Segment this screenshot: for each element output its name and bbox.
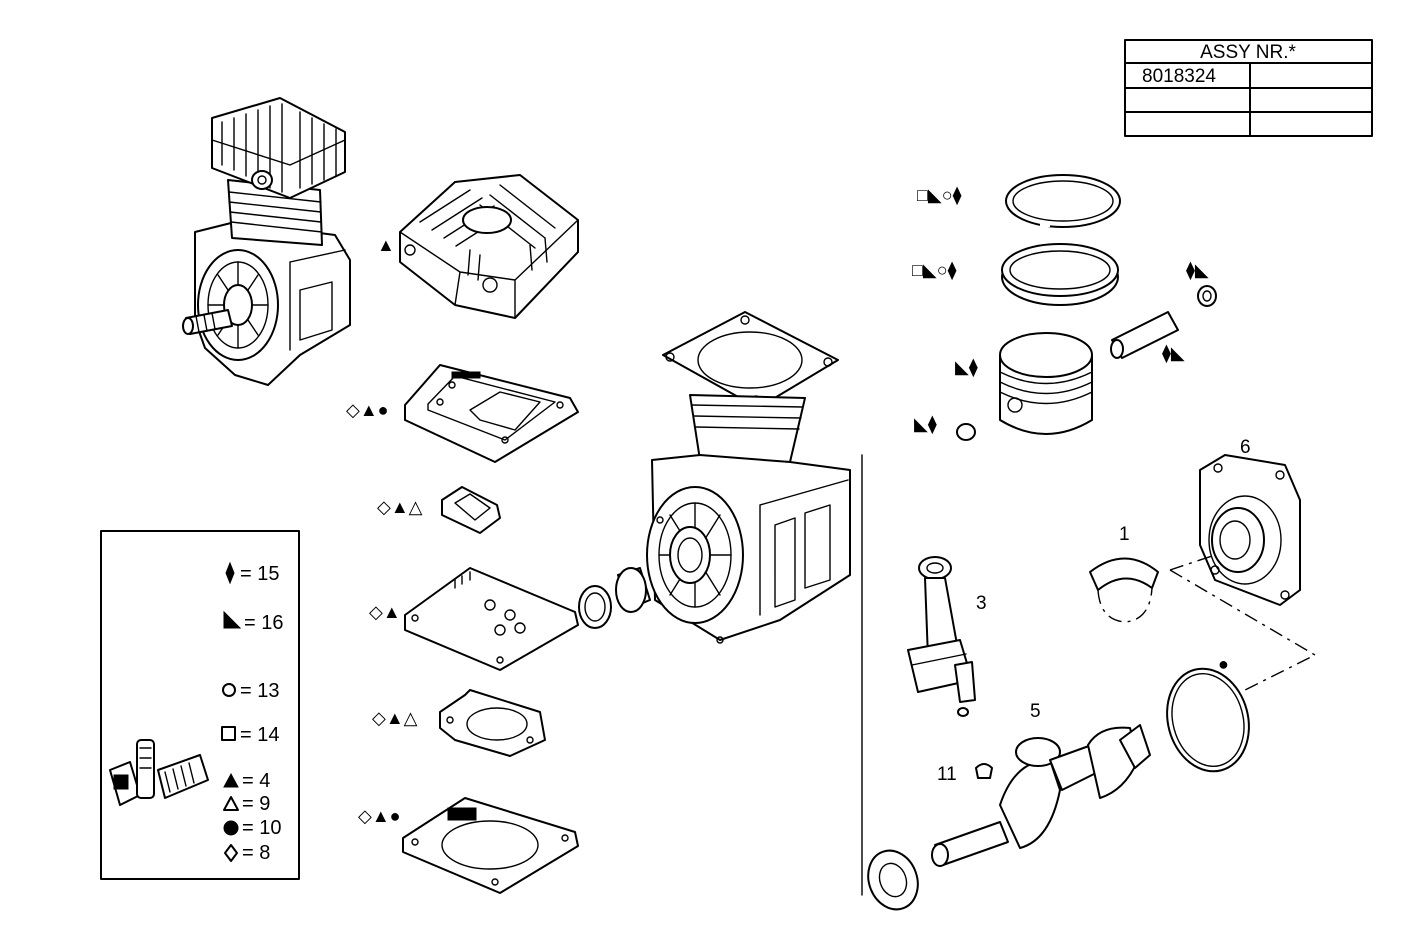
assy-table: ASSY NR.* 8018324 <box>1124 39 1373 137</box>
symbols-head: ▲ <box>377 235 395 255</box>
part-number-1: 1 <box>1119 524 1130 545</box>
legend-item-14: = 14 <box>240 724 279 746</box>
legend-item-4: = 4 <box>242 770 270 792</box>
woodruff-key <box>975 763 993 779</box>
legend-item-16: = 16 <box>244 612 283 634</box>
reed-valve-plate <box>441 486 501 534</box>
crankcase-drawing <box>646 311 851 644</box>
part-number-3: 3 <box>976 593 987 614</box>
bearing-cover <box>1199 454 1301 606</box>
symbols-circlip-right: ⧫◣ <box>1186 260 1209 281</box>
head-gasket-small <box>439 689 546 757</box>
symbols-ring-2: □◣○⧫ <box>912 260 957 281</box>
piston-ring-2 <box>1001 243 1119 306</box>
legend-item-15: = 15 <box>240 563 279 585</box>
o-ring <box>1166 667 1250 773</box>
piston-drawing <box>999 332 1093 435</box>
open-diamond-icon <box>224 844 238 862</box>
sealant-tubes-image <box>109 739 209 806</box>
cylinder-head-drawing <box>399 174 579 319</box>
symbols-circlip-left: ◣⧫ <box>914 414 937 435</box>
filled-triangle-icon <box>223 772 239 788</box>
bearing-shell <box>1089 557 1159 623</box>
bearing-bushings <box>578 567 651 629</box>
legend-item-10: = 10 <box>242 817 281 839</box>
legend-box: = 15 = 16 = 13 = 14 = 4 = 9 = 10 = 8 <box>100 530 300 880</box>
connecting-rod <box>907 556 976 717</box>
symbols-pin: ⧫◣ <box>1162 343 1185 364</box>
open-triangle-icon <box>223 796 239 811</box>
symbols-o-ring: ● <box>1218 654 1229 674</box>
symbols-piston: ◣⧫ <box>955 357 978 378</box>
circlip-left <box>956 423 976 441</box>
wrist-pin <box>1110 311 1179 359</box>
part-number-5: 5 <box>1030 701 1041 722</box>
filled-diamond-icon <box>225 561 235 585</box>
assembled-compressor-drawing <box>182 97 351 386</box>
open-circle-icon <box>222 683 236 697</box>
piston-ring-1 <box>1005 174 1121 228</box>
symbols-gasket-4: ◇▲△ <box>372 708 418 728</box>
thrust-washer <box>867 849 919 911</box>
open-square-icon <box>221 726 236 741</box>
symbols-gasket-3: ◇▲ <box>369 602 401 622</box>
assy-header: ASSY NR.* <box>1200 42 1296 63</box>
symbols-gasket-2: ◇▲△ <box>377 497 423 517</box>
part-number-6: 6 <box>1240 437 1251 458</box>
symbols-gasket-1: ◇▲● <box>346 400 389 420</box>
legend-item-13: = 13 <box>240 680 279 702</box>
cylinder-base-gasket <box>402 797 579 894</box>
filled-circle-icon <box>223 820 239 836</box>
valve-plate-gasket-3 <box>404 567 579 671</box>
symbols-ring-1: □◣○⧫ <box>917 185 962 206</box>
part-number-11: 11 <box>937 764 957 785</box>
legend-item-9: = 9 <box>242 793 270 815</box>
legend-item-8: = 8 <box>242 842 270 864</box>
filled-right-triangle-icon <box>223 610 242 629</box>
symbols-gasket-5: ◇▲● <box>358 806 401 826</box>
crankshaft <box>931 724 1151 867</box>
circlip-right <box>1197 285 1217 307</box>
assy-cell-1-1: 8018324 <box>1142 66 1216 87</box>
valve-plate-gasket-1 <box>404 364 579 463</box>
